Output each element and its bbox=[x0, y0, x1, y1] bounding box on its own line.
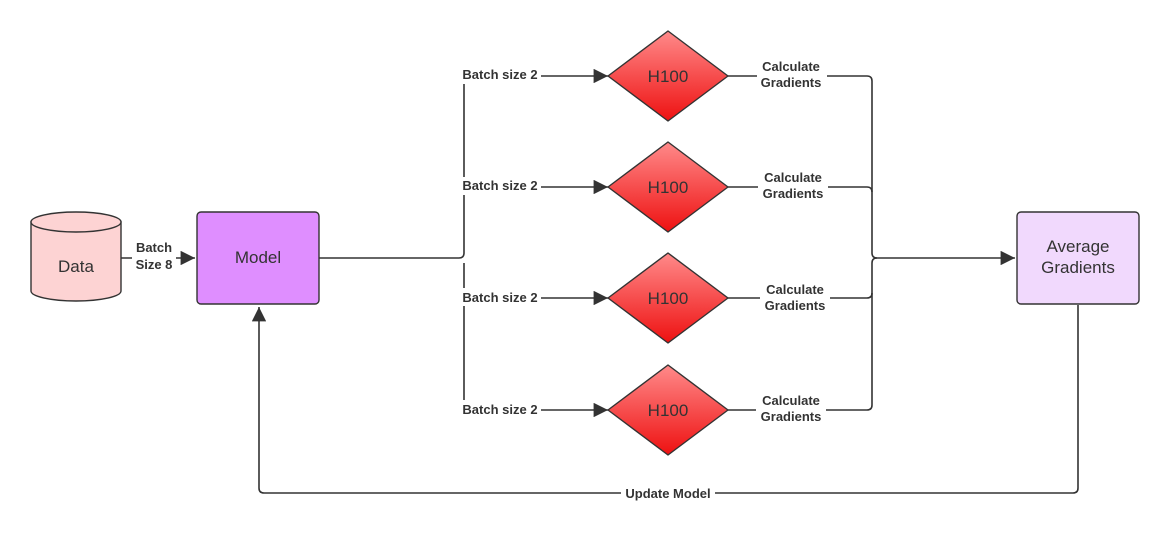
calculate-gradients-label-line-2: Gradients bbox=[761, 75, 822, 90]
edge-gpu-4-to-merge bbox=[728, 257, 878, 411]
batch-size-8-label-line-1: Batch bbox=[136, 240, 172, 255]
edge-gpu-1-to-merge bbox=[728, 75, 878, 259]
calculate-gradients-label-line-1: Calculate bbox=[762, 59, 820, 74]
update-model-label: Update Model bbox=[625, 486, 710, 501]
batch-size-2-label: Batch size 2 bbox=[462, 178, 537, 193]
average-gradients-label-line-1: Average bbox=[1046, 237, 1109, 256]
average-gradients-node: Average Gradients bbox=[1016, 211, 1140, 305]
batch-size-2-label: Batch size 2 bbox=[462, 402, 537, 417]
batch-size-2-label: Batch size 2 bbox=[462, 67, 537, 82]
model-node-label: Model bbox=[235, 248, 281, 267]
gpu-node-label: H100 bbox=[648, 67, 689, 86]
calculate-gradients-label-line-1: Calculate bbox=[762, 393, 820, 408]
gpu-node: H100 bbox=[607, 141, 729, 233]
calculate-gradients-label-line-1: Calculate bbox=[764, 170, 822, 185]
batch-size-8-label-line-2: Size 8 bbox=[136, 257, 173, 272]
data-node: Data bbox=[30, 211, 122, 302]
gpu-node-label: H100 bbox=[648, 289, 689, 308]
gpu-node-label: H100 bbox=[648, 401, 689, 420]
calculate-gradients-label-line-1: Calculate bbox=[766, 282, 824, 297]
gpu-node-label: H100 bbox=[648, 178, 689, 197]
data-node-label: Data bbox=[58, 257, 94, 276]
calculate-gradients-label-line-2: Gradients bbox=[763, 186, 824, 201]
edge-gpu-2-to-merge bbox=[728, 186, 873, 193]
batch-size-2-label: Batch size 2 bbox=[462, 290, 537, 305]
average-gradients-label-line-2: Gradients bbox=[1041, 258, 1115, 277]
split-trunk bbox=[458, 75, 470, 411]
gpu-node: H100 bbox=[607, 30, 729, 122]
gpu-node: H100 bbox=[607, 364, 729, 456]
gpu-node: H100 bbox=[607, 252, 729, 344]
model-node: Model bbox=[196, 211, 320, 305]
calculate-gradients-label-line-2: Gradients bbox=[765, 298, 826, 313]
calculate-gradients-label-line-2: Gradients bbox=[761, 409, 822, 424]
